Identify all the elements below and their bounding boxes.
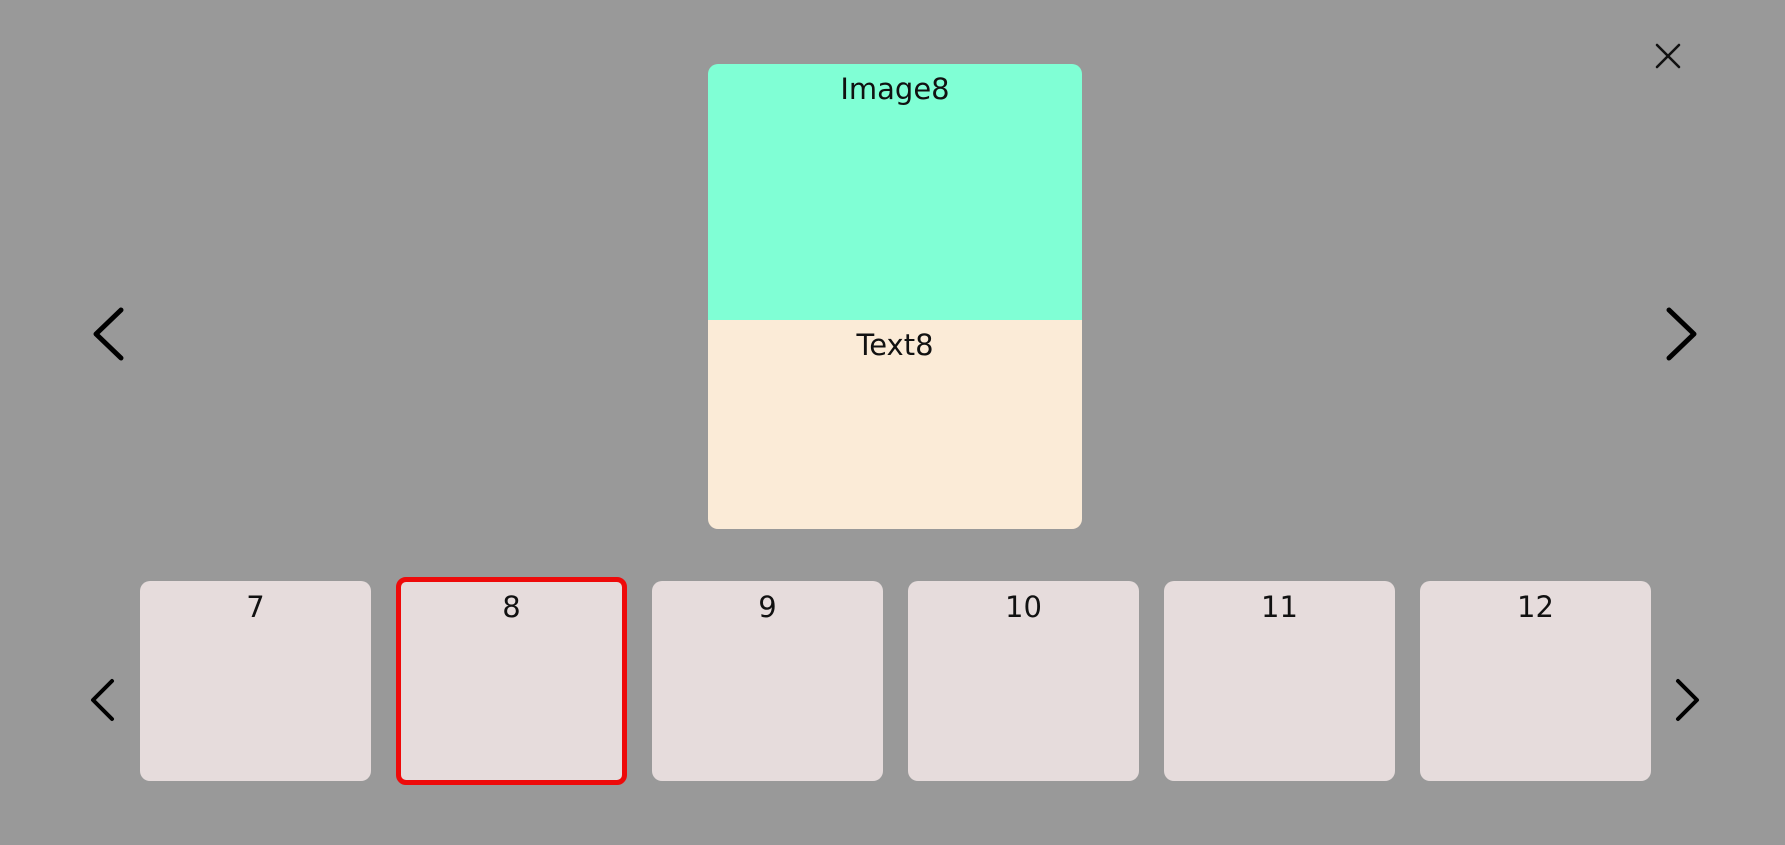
thumbnail-12[interactable]: 12 <box>1420 581 1651 781</box>
thumbnail-next-button[interactable] <box>1670 676 1706 724</box>
chevron-right-icon <box>1666 307 1697 361</box>
card-image-label: Image8 <box>840 72 950 106</box>
chevron-left-icon <box>91 679 114 721</box>
card-text-area: Text8 <box>708 320 1082 529</box>
thumbnail-label: 10 <box>1005 590 1042 624</box>
thumbnail-11[interactable]: 11 <box>1164 581 1395 781</box>
chevron-left-icon <box>93 307 124 361</box>
thumbnail-label: 9 <box>758 590 777 624</box>
thumbnail-7[interactable]: 7 <box>140 581 371 781</box>
thumbnail-label: 11 <box>1261 590 1298 624</box>
thumbnail-9[interactable]: 9 <box>652 581 883 781</box>
close-button[interactable] <box>1652 38 1684 74</box>
thumbnail-label: 12 <box>1517 590 1554 624</box>
previous-image-button[interactable] <box>86 304 130 364</box>
card-image-area: Image8 <box>708 64 1082 320</box>
thumbnail-label: 7 <box>246 590 265 624</box>
thumbnail-8-selected[interactable]: 8 <box>396 577 627 785</box>
chevron-right-icon <box>1676 679 1699 721</box>
thumbnail-previous-button[interactable] <box>84 676 120 724</box>
image-card: Image8 Text8 <box>708 64 1082 529</box>
card-text-label: Text8 <box>856 328 934 362</box>
next-image-button[interactable] <box>1660 304 1704 364</box>
thumbnail-label: 8 <box>502 590 521 624</box>
close-icon <box>1655 43 1681 69</box>
thumbnail-10[interactable]: 10 <box>908 581 1139 781</box>
